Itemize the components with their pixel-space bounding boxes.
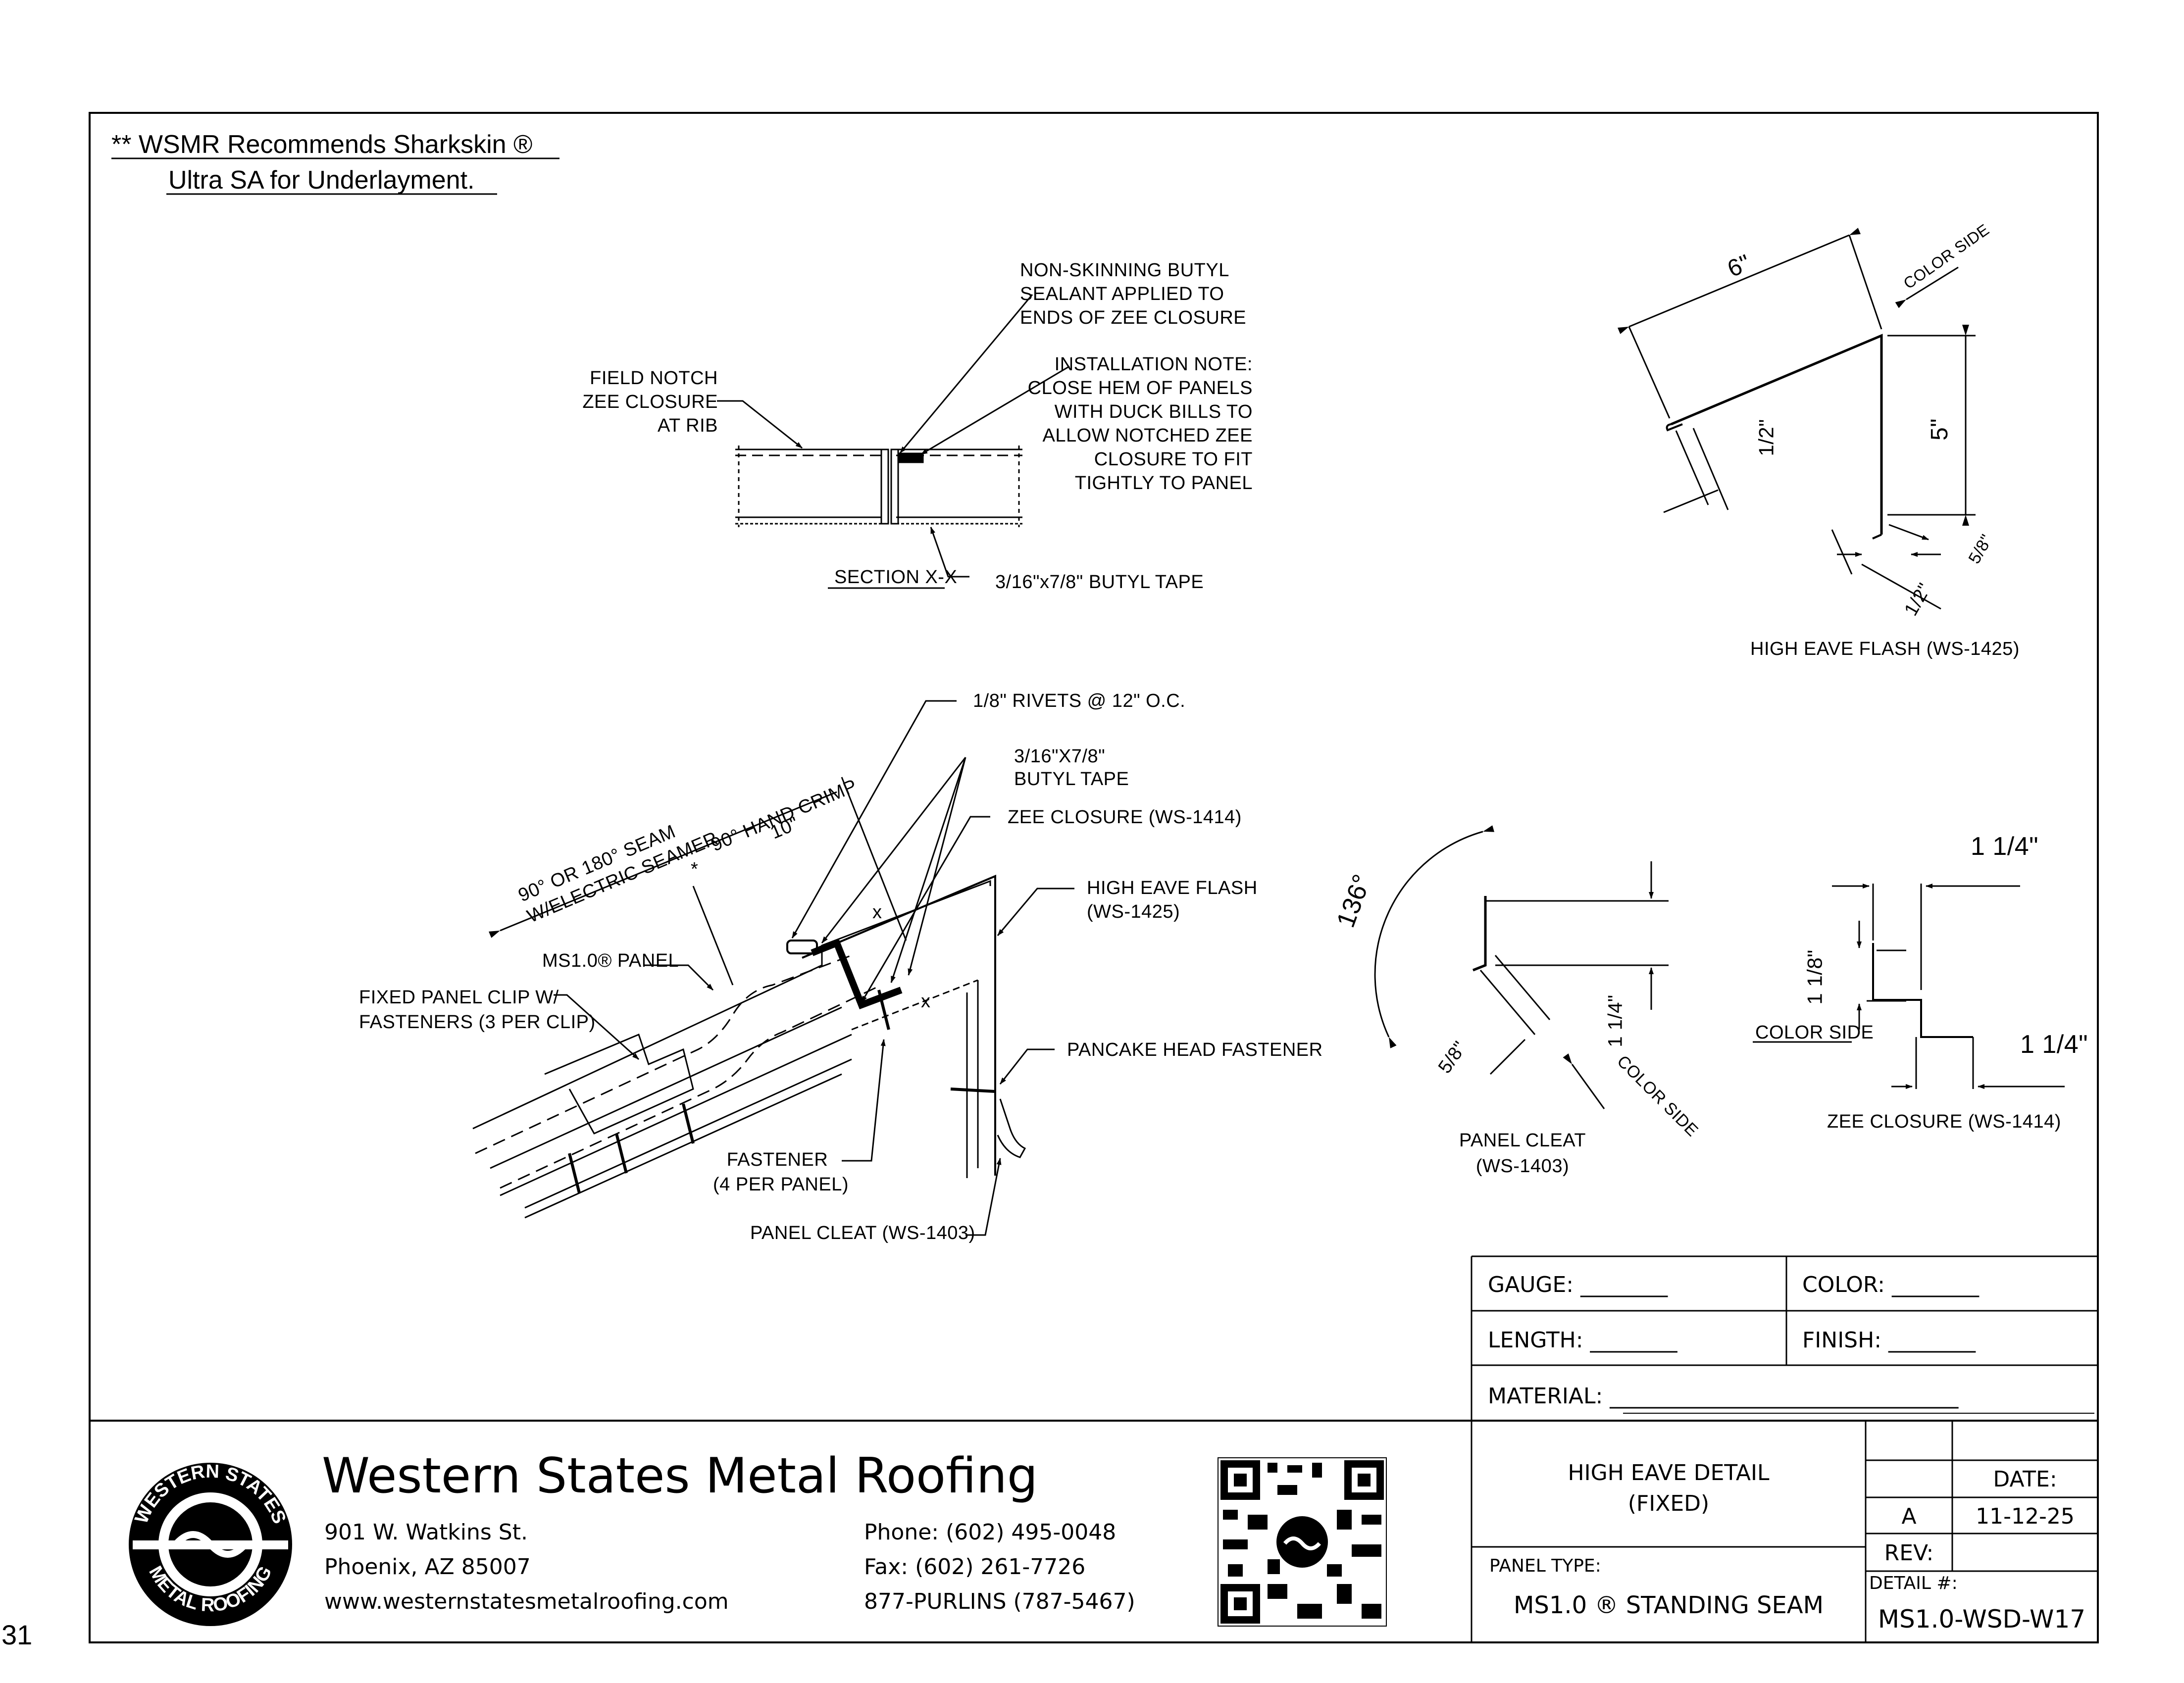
panel-cleat-drawing: [1374, 825, 1669, 1109]
detail-number-label: DETAIL #:: [1869, 1573, 1958, 1593]
dim-zee-top: 1 1/4": [1971, 832, 2039, 861]
main-eave-drawing: [472, 700, 1074, 1236]
ms1-panel-label: MS1.0® PANEL: [542, 950, 679, 971]
dim-zee-mid: 1 1/8": [1803, 949, 1827, 1005]
finish-field: FINISH: ________: [1802, 1328, 1976, 1353]
color-field: COLOR: ________: [1802, 1272, 1979, 1297]
butyl-tape-label: 3/16"X7/8"BUTYL TAPE: [1014, 746, 1129, 790]
company-name: Western States Metal Roofing: [322, 1448, 1038, 1504]
star-mark: *: [691, 859, 699, 880]
material-field: MATERIAL: ______________________________…: [1488, 1384, 1959, 1409]
company-address-2: Phoenix, AZ 85007: [324, 1554, 531, 1580]
high-eave-flash-drawing: [1617, 228, 1976, 610]
zee-closure-drawing: [1753, 884, 2065, 1089]
section-xx-title: SECTION X-X: [834, 567, 958, 588]
sheet-border: [89, 112, 2099, 1643]
underlayment-note-line2: Ultra SA for Underlayment.: [168, 166, 475, 195]
header-underline: [111, 157, 559, 195]
panel-type-label: PANEL TYPE:: [1489, 1556, 1601, 1576]
section-xx-drawing: [717, 294, 1070, 589]
company-fax: Fax: (602) 261-7726: [864, 1554, 1086, 1580]
zee-closure-caption: ZEE CLOSURE (WS-1414): [1827, 1111, 2061, 1132]
date-label: DATE:: [1993, 1467, 2057, 1492]
company-website[interactable]: www.westernstatesmetalroofing.com: [324, 1589, 729, 1614]
company-logo-icon: WESTERN STATES METAL ROOFING: [129, 1461, 292, 1626]
dim-one-quarter-cleat: 1 1/4": [1604, 994, 1626, 1047]
panel-cleat-caption: PANEL CLEAT(WS-1403): [1459, 1130, 1586, 1177]
high-eave-flash-caption: HIGH EAVE FLASH (WS-1425): [1750, 639, 2020, 659]
date-value: 11-12-25: [1976, 1504, 2075, 1529]
qr-code-icon: [1218, 1457, 1387, 1627]
panel-cleat-label: PANEL CLEAT (WS-1403): [750, 1223, 975, 1243]
company-address-1: 901 W. Watkins St.: [324, 1520, 528, 1545]
high-eave-flash-label: HIGH EAVE FLASH(WS-1425): [1087, 878, 1258, 922]
fastener-label: FASTENER(4 PER PANEL): [713, 1149, 849, 1195]
rev-label: REV:: [1884, 1540, 1934, 1566]
underlayment-note-line1: ** WSMR Recommends Sharkskin ®: [111, 130, 533, 159]
gauge-field: GAUGE: ________: [1488, 1272, 1668, 1297]
drawing-title: HIGH EAVE DETAIL(FIXED): [1568, 1460, 1770, 1516]
dim-zee-bottom: 1 1/4": [2020, 1030, 2088, 1059]
x-mark-top: x: [872, 902, 882, 923]
company-phone: Phone: (602) 495-0048: [864, 1520, 1117, 1545]
length-field: LENGTH: ________: [1488, 1328, 1677, 1353]
x-mark-bottom: x: [921, 991, 931, 1012]
pancake-fastener-label: PANCAKE HEAD FASTENER: [1067, 1040, 1323, 1060]
revision-letter: A: [1901, 1504, 1917, 1529]
zee-closure-label: ZEE CLOSURE (WS-1414): [1008, 807, 1242, 828]
fixed-clip-label: FIXED PANEL CLIP W/FASTENERS (3 PER CLIP…: [359, 987, 596, 1033]
butyl-tape-section-label: 3/16"x7/8" BUTYL TAPE: [995, 572, 1204, 593]
page-number: 31: [1, 1619, 33, 1650]
panel-type-value: MS1.0 ® STANDING SEAM: [1513, 1591, 1824, 1619]
dim-five-inch: 5": [1926, 418, 1953, 441]
detail-number-value: MS1.0-WSD-W17: [1878, 1605, 2086, 1634]
company-purlins: 877-PURLINS (787-5467): [864, 1589, 1135, 1614]
color-side-zee: COLOR SIDE: [1755, 1022, 1874, 1043]
rivets-label: 1/8" RIVETS @ 12" O.C.: [973, 691, 1186, 711]
dim-half-inch: 1/2": [1754, 419, 1778, 456]
